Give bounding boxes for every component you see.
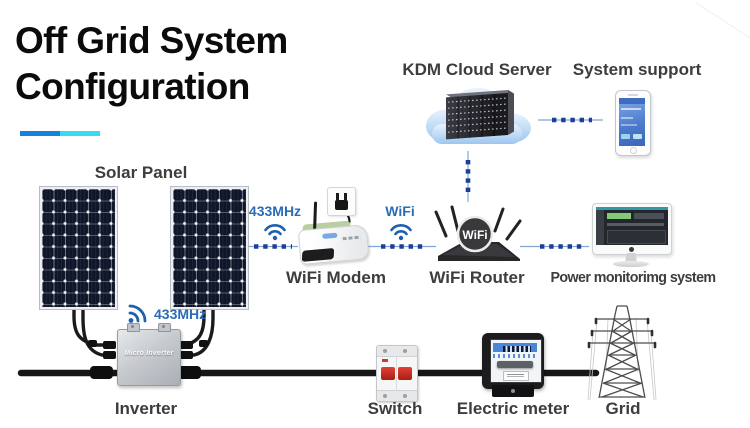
breaker-switch-device bbox=[376, 345, 418, 402]
wifi-modem-device bbox=[297, 201, 371, 268]
router-badge-circle bbox=[456, 215, 494, 253]
cloud-graphic bbox=[426, 88, 531, 144]
breaker-toggle bbox=[398, 367, 412, 380]
title-underline bbox=[20, 131, 100, 136]
smartphone-device bbox=[615, 90, 651, 156]
plug-prong bbox=[344, 193, 347, 200]
phone-speaker bbox=[628, 94, 638, 96]
page-title: Off Grid System Configuration bbox=[15, 18, 288, 110]
electric-meter-device bbox=[480, 333, 548, 399]
power-plug bbox=[335, 200, 348, 210]
grid-label: Grid bbox=[605, 399, 641, 418]
monitor-logo-dot bbox=[629, 247, 634, 252]
meter-terminal-cover bbox=[492, 385, 534, 397]
solar-panel-label: Solar Panel bbox=[94, 163, 188, 182]
router-graphic: WiFi bbox=[434, 205, 522, 261]
wifi-icon-modem-router bbox=[390, 224, 412, 241]
breaker-indicator bbox=[382, 359, 388, 362]
inverter-model-text: Micro Inverter bbox=[124, 350, 174, 357]
monitor-base bbox=[613, 261, 649, 267]
wifi-router-device: WiFi bbox=[433, 204, 525, 264]
monitor-stand bbox=[625, 253, 637, 262]
link-wifi-label: WiFi bbox=[385, 203, 415, 219]
phone-screen-header bbox=[619, 98, 645, 104]
dc-connectors bbox=[88, 340, 208, 359]
monitor-frame bbox=[592, 203, 672, 255]
title-underline-cyan bbox=[60, 131, 100, 136]
electric-meter-label: Electric meter bbox=[456, 399, 570, 418]
monitor-screen bbox=[596, 207, 668, 245]
monitor-device bbox=[592, 203, 672, 269]
phone-screen bbox=[619, 98, 645, 146]
router-badge-text: WiFi bbox=[462, 228, 487, 242]
system-support-label: System support bbox=[572, 60, 702, 79]
server-rack bbox=[446, 89, 514, 140]
cloud-server-label: KDM Cloud Server bbox=[402, 60, 552, 79]
breaker-toggle bbox=[381, 367, 395, 380]
cloud-server-device bbox=[422, 80, 534, 150]
inverter-mount-tab bbox=[158, 323, 171, 332]
title-underline-blue bbox=[20, 131, 60, 136]
solar-panel-2 bbox=[170, 186, 249, 310]
tower-graphic bbox=[587, 305, 657, 401]
phone-home-button bbox=[630, 146, 637, 154]
wall-outlet bbox=[327, 187, 356, 216]
plug-prong bbox=[336, 193, 339, 200]
wifi-icon-433-panel bbox=[264, 224, 286, 241]
meter-display bbox=[501, 345, 533, 353]
switch-label: Switch bbox=[367, 399, 423, 418]
meter-face bbox=[490, 339, 542, 383]
solar-panel-1 bbox=[39, 186, 118, 310]
page-title-line2: Configuration bbox=[15, 65, 250, 107]
wifi-router-label: WiFi Router bbox=[429, 268, 525, 287]
phone-screen-button bbox=[633, 134, 642, 139]
phone-screen-button bbox=[621, 134, 630, 139]
power-monitoring-label: Power monitorimg system bbox=[550, 269, 716, 286]
inverter-label: Inverter bbox=[114, 399, 178, 418]
inverter-mount-tab bbox=[127, 323, 140, 332]
meter-body bbox=[482, 333, 544, 389]
rf-icon-433-inverter bbox=[128, 304, 147, 323]
link-433-panel-label: 433MHz bbox=[248, 203, 302, 219]
inverter-device: Micro Inverter bbox=[117, 323, 181, 386]
grid-tower-device bbox=[586, 302, 658, 401]
link-433-inverter-label: 433MHz bbox=[154, 306, 207, 322]
page-title-line1: Off Grid System bbox=[15, 20, 288, 61]
wifi-modem-label: WiFi Modem bbox=[286, 268, 386, 287]
